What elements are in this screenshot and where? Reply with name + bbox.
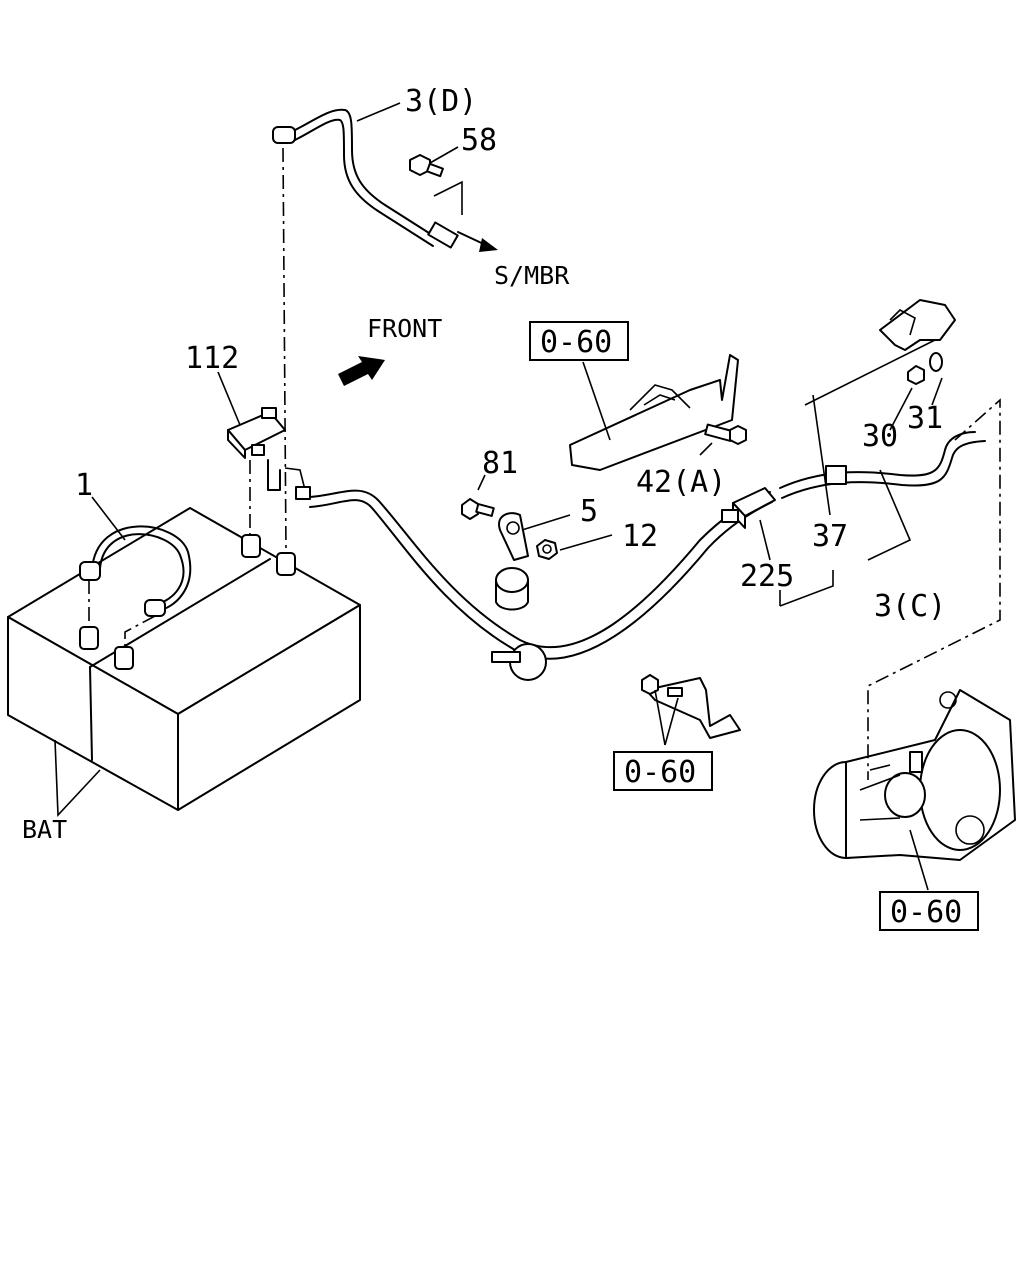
label-bolt-58: 58 bbox=[461, 123, 497, 158]
cable-1-drawing bbox=[79, 525, 192, 646]
starter-motor-drawing bbox=[813, 689, 1016, 861]
label-ref-starter: 0-60 bbox=[890, 895, 962, 930]
label-cable-3d: 3(D) bbox=[405, 84, 477, 119]
leader-lines bbox=[54, 102, 1001, 891]
bolt-58-drawing bbox=[409, 154, 444, 178]
label-front: FRONT bbox=[367, 314, 442, 343]
label-nut-30: 30 bbox=[862, 419, 898, 454]
main-cable-drawing bbox=[295, 431, 986, 681]
front-arrow-icon bbox=[338, 356, 385, 386]
bracket-mid-drawing bbox=[641, 674, 741, 739]
label-clamp-5: 5 bbox=[580, 494, 598, 529]
ref-box-top bbox=[529, 321, 629, 361]
label-bolt-42a: 42(A) bbox=[636, 465, 726, 500]
label-battery: BAT bbox=[22, 815, 67, 844]
connector-225-drawing bbox=[721, 487, 776, 529]
label-nut-12: 12 bbox=[622, 519, 658, 554]
leader-line bbox=[282, 147, 287, 553]
label-connector-225: 225 bbox=[740, 559, 794, 594]
label-smbr: S/MBR bbox=[494, 261, 570, 290]
label-bolt-81: 81 bbox=[482, 446, 518, 481]
battery-drawing bbox=[7, 507, 361, 811]
cable-3d-drawing bbox=[272, 108, 498, 252]
label-cable-1: 1 bbox=[75, 468, 93, 503]
bracket-top-drawing bbox=[569, 354, 739, 471]
label-ref-mid: 0-60 bbox=[624, 755, 696, 790]
nut-12-drawing bbox=[536, 539, 558, 560]
battery-post bbox=[79, 534, 296, 670]
bolt-42a-drawing bbox=[704, 423, 747, 445]
label-washer-31: 31 bbox=[907, 401, 943, 436]
ref-box-mid bbox=[613, 751, 713, 791]
label-cover-37: 37 bbox=[812, 519, 848, 554]
clamp-5-drawing bbox=[495, 512, 529, 611]
bolt-81-drawing bbox=[461, 498, 495, 520]
label-cable-3c: 3(C) bbox=[874, 589, 946, 624]
terminal-112-drawing bbox=[227, 407, 306, 534]
ref-box-starter bbox=[879, 891, 979, 931]
bracket-right-drawing bbox=[879, 299, 956, 385]
label-ref-top: 0-60 bbox=[540, 325, 612, 360]
label-terminal-112: 112 bbox=[185, 341, 239, 376]
